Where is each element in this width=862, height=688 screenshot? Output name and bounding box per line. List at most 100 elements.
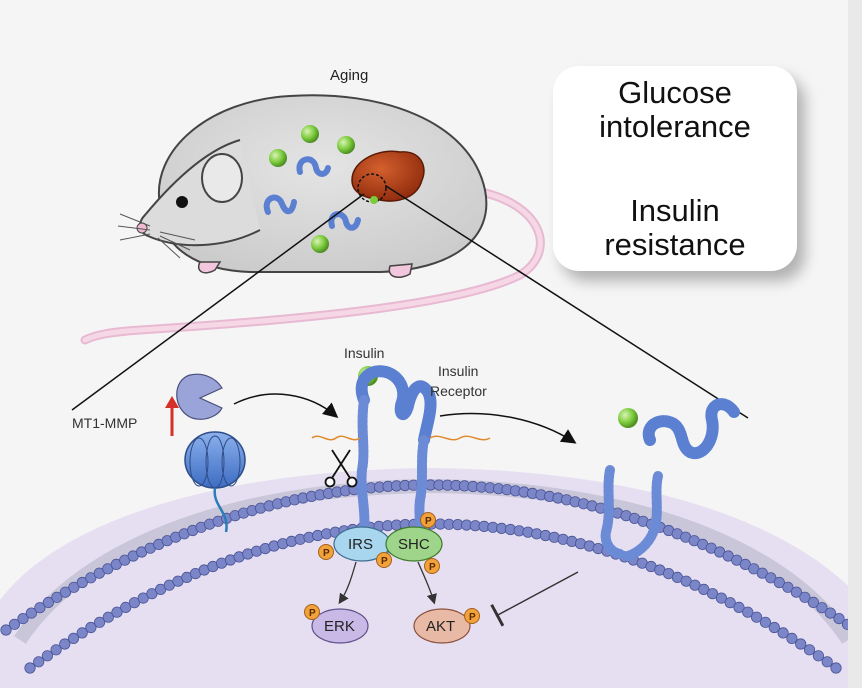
svg-text:P: P [381, 556, 388, 567]
mt1-mmp-catalytic-domain [176, 373, 223, 420]
membrane-lipid-head [824, 607, 837, 619]
callout-line-resistance: resistance [604, 227, 746, 262]
membrane-lipid-head [41, 650, 54, 662]
mouse [80, 94, 545, 345]
membrane-lipid-head [50, 644, 62, 656]
membrane-lipid-head [698, 583, 710, 596]
aging-label: Aging [330, 67, 368, 84]
up-arrow-icon [165, 396, 179, 436]
arrow-to-akt [417, 561, 437, 605]
membrane-lipid-head [777, 627, 789, 639]
membrane-lipid-head [42, 596, 55, 609]
phospho-shc-bottom: P [424, 558, 440, 574]
phospho-erk: P [304, 604, 320, 620]
zoom-line-right [385, 185, 749, 419]
membrane-outer-heads [0, 479, 862, 636]
inhibition-arrow [490, 571, 579, 627]
irs-label: IRS [348, 536, 373, 553]
membrane-lipid-head [85, 572, 97, 584]
membrane-lipid-head [102, 611, 114, 623]
membrane-lipid-head [750, 611, 763, 623]
mouse-ear [201, 153, 243, 203]
membrane-lipid-head [821, 656, 833, 668]
membrane-lipid-head [34, 602, 46, 614]
arrow-to-erk [338, 561, 357, 605]
glucose-intolerance-text: Glucose intolerance [553, 76, 797, 144]
membrane-lipid-head [68, 581, 80, 593]
membrane-lipid-head [816, 602, 828, 614]
phospho-shc-top: P [420, 512, 436, 528]
cytoplasm [0, 468, 862, 688]
membrane-lipid-head [17, 612, 29, 625]
insulin-receptor-label-1: Insulin [438, 363, 478, 379]
right-edge-strip [848, 0, 862, 688]
mouse-whiskers [117, 213, 196, 259]
membrane-lipid-head [768, 621, 780, 634]
membrane-lipid-head [742, 606, 754, 618]
membrane-lipid-head [8, 618, 21, 630]
insulin-label: Insulin [344, 345, 384, 361]
cleavage-wave [311, 435, 491, 441]
insulin-resistance-text: Insulin resistance [553, 194, 797, 262]
erk-label: ERK [324, 618, 355, 635]
membrane-lipid-head [790, 586, 803, 598]
mt1-mmp-label: MT1-MMP [72, 415, 137, 431]
erk-node [311, 608, 369, 644]
signaling: IRS SHC P P P P ERK [304, 512, 480, 644]
liver-gallbladder [370, 196, 378, 204]
membrane-lipid-head [111, 606, 123, 618]
cleaved-receptor [600, 398, 740, 561]
membrane-stub-left [600, 465, 625, 559]
membrane-lipid-head [85, 621, 97, 634]
svg-text:P: P [425, 516, 432, 527]
membrane-lipid-head [25, 607, 38, 619]
mouse-tail-inner [82, 187, 543, 343]
callout-line-glucose: Glucose [618, 75, 732, 110]
membrane-lipid-head [812, 650, 825, 662]
membrane-lipid-head [120, 601, 132, 614]
membrane-lipid-head [795, 638, 807, 650]
membrane-lipid-head [24, 662, 36, 674]
akt-node [413, 608, 471, 644]
membrane-lipid-head [137, 592, 149, 604]
membrane-lipid-head [715, 592, 728, 604]
mouse-feet [198, 261, 413, 279]
membrane-lipid-head [706, 588, 719, 600]
insulin-ball [301, 125, 319, 143]
phenotype-callout: Glucose intolerance Insulin resistance [553, 66, 797, 271]
membrane-lipid-head [76, 627, 88, 639]
svg-text:P: P [469, 612, 476, 623]
insulin-ball [269, 149, 287, 167]
shed-ectodomain [642, 398, 740, 460]
mt1-mmp-enzyme [176, 373, 246, 533]
membrane-lipid-head [782, 581, 794, 593]
membrane-lipid-head [733, 601, 745, 614]
membrane-lipid-head [59, 586, 72, 598]
membrane-lipid-head [33, 656, 45, 668]
liver [351, 150, 425, 202]
svg-text:P: P [429, 562, 436, 573]
mouse-eye [176, 196, 188, 208]
scissors-icon [324, 449, 358, 488]
membrane-lipid-head [786, 632, 798, 645]
receptor-left-arm [356, 395, 370, 535]
membrane-lipid-head [59, 638, 71, 650]
membrane-lipid-head [803, 644, 816, 656]
phospho-irs-bottom: P [376, 552, 392, 568]
akt-label: AKT [426, 618, 455, 635]
svg-text:P: P [309, 608, 316, 619]
phospho-akt: P [464, 608, 480, 624]
insulin-ball [337, 136, 355, 154]
membrane-lipid-head [724, 597, 736, 609]
membrane-lipid-head [51, 591, 63, 603]
zoom-line-left [71, 193, 365, 411]
insulin-ball [311, 235, 329, 253]
membrane-lipid-head [756, 567, 768, 579]
cell [0, 468, 862, 688]
mt1-mmp-tail [213, 487, 228, 533]
callout-line-intolerance: intolerance [599, 109, 751, 144]
membrane-stub-right [623, 471, 663, 561]
insulin-receptor-label-2: Receptor [430, 383, 487, 399]
